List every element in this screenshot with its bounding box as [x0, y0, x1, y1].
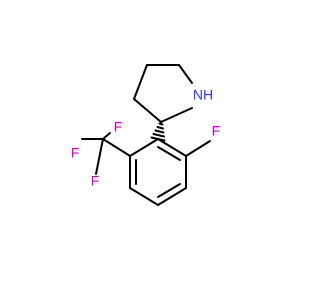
fluorine-cf3-top-label: F: [114, 119, 123, 135]
bond-ar-c3-c4-inner: [157, 183, 181, 198]
fluorine-cf3-left-label: F: [71, 145, 80, 161]
fluorine-ring-label: F: [212, 123, 221, 139]
bond-c4-c3: [133, 64, 148, 100]
bond-ar-c1-c2-inner: [157, 146, 181, 161]
bond-ar-cf3: [102, 138, 131, 157]
stereo-hashed-bond: [150, 122, 166, 142]
bond-ar-c1-c2: [157, 138, 187, 157]
bond-c3-c2: [133, 98, 162, 123]
bond-cf3-f-bottom: [95, 138, 104, 175]
bond-cf3-f-top: [102, 132, 111, 140]
nitrogen-nh-label: NH: [193, 87, 213, 103]
bond-ar-c6-c1: [129, 138, 159, 157]
bond-n-c5: [178, 64, 193, 84]
bond-c2-n: [160, 107, 193, 123]
molecule-diagram: NH F F F F: [71, 64, 221, 206]
fluorine-cf3-bottom-label: F: [91, 173, 100, 189]
bond-ar-c4-c5: [129, 187, 159, 206]
bond-ar-c3-c4: [157, 187, 187, 206]
bond-ar-f: [185, 140, 211, 157]
